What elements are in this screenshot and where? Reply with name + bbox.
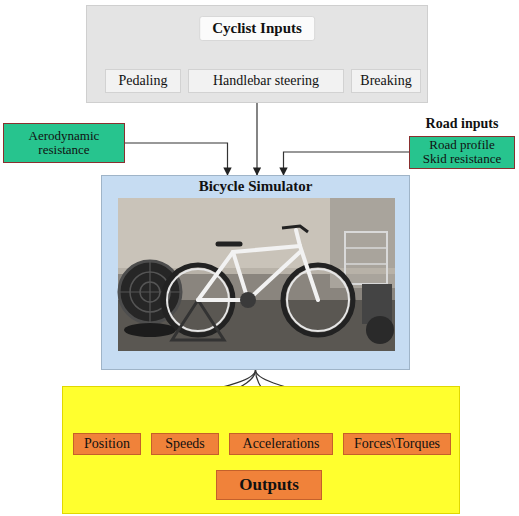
box-label: Speeds [161, 436, 209, 451]
box-label: Handlebar steering [209, 73, 323, 88]
group-heading: Bicycle Simulator [102, 178, 409, 195]
box-label: Aerodynamic resistance [4, 129, 124, 157]
output-box: Forces\Torques [343, 433, 451, 455]
box-label: Accelerations [239, 436, 324, 451]
box-label: Road profile Skid resistance [416, 138, 508, 166]
flow-arrow [284, 152, 410, 175]
input-box: Pedaling [105, 69, 181, 93]
input-panel: Cyclist InputsPedaling Handlebar steering… [86, 5, 428, 103]
output-box: Accelerations [229, 433, 333, 455]
output-box: Speeds [151, 433, 219, 455]
group-heading: Road inputs [404, 116, 519, 132]
box-label: Breaking [356, 73, 415, 88]
box-label: Pedaling [115, 73, 172, 88]
box-label: Position [80, 436, 134, 451]
group-heading: Cyclist Inputs [199, 16, 315, 41]
simulator-ground [101, 175, 410, 370]
box-label: Forces\Torques [350, 436, 444, 451]
simulator-panel: Bicycle Simulator [101, 175, 410, 370]
output-panel: Outputs Position Speeds Accelerations Forces… [62, 386, 460, 514]
resistance-box: Aerodynamic resistance [3, 123, 125, 163]
road-input-box: Road inputsRoad profile Skid resistance [409, 136, 515, 169]
input-box: Breaking [351, 69, 421, 93]
flow-arrow [256, 103, 257, 175]
group-heading: Outputs [216, 470, 322, 500]
output-box: Position [73, 433, 141, 455]
flow-arrow [125, 143, 228, 175]
input-box: Handlebar steering [188, 69, 344, 93]
bicycle-photo [118, 198, 395, 351]
